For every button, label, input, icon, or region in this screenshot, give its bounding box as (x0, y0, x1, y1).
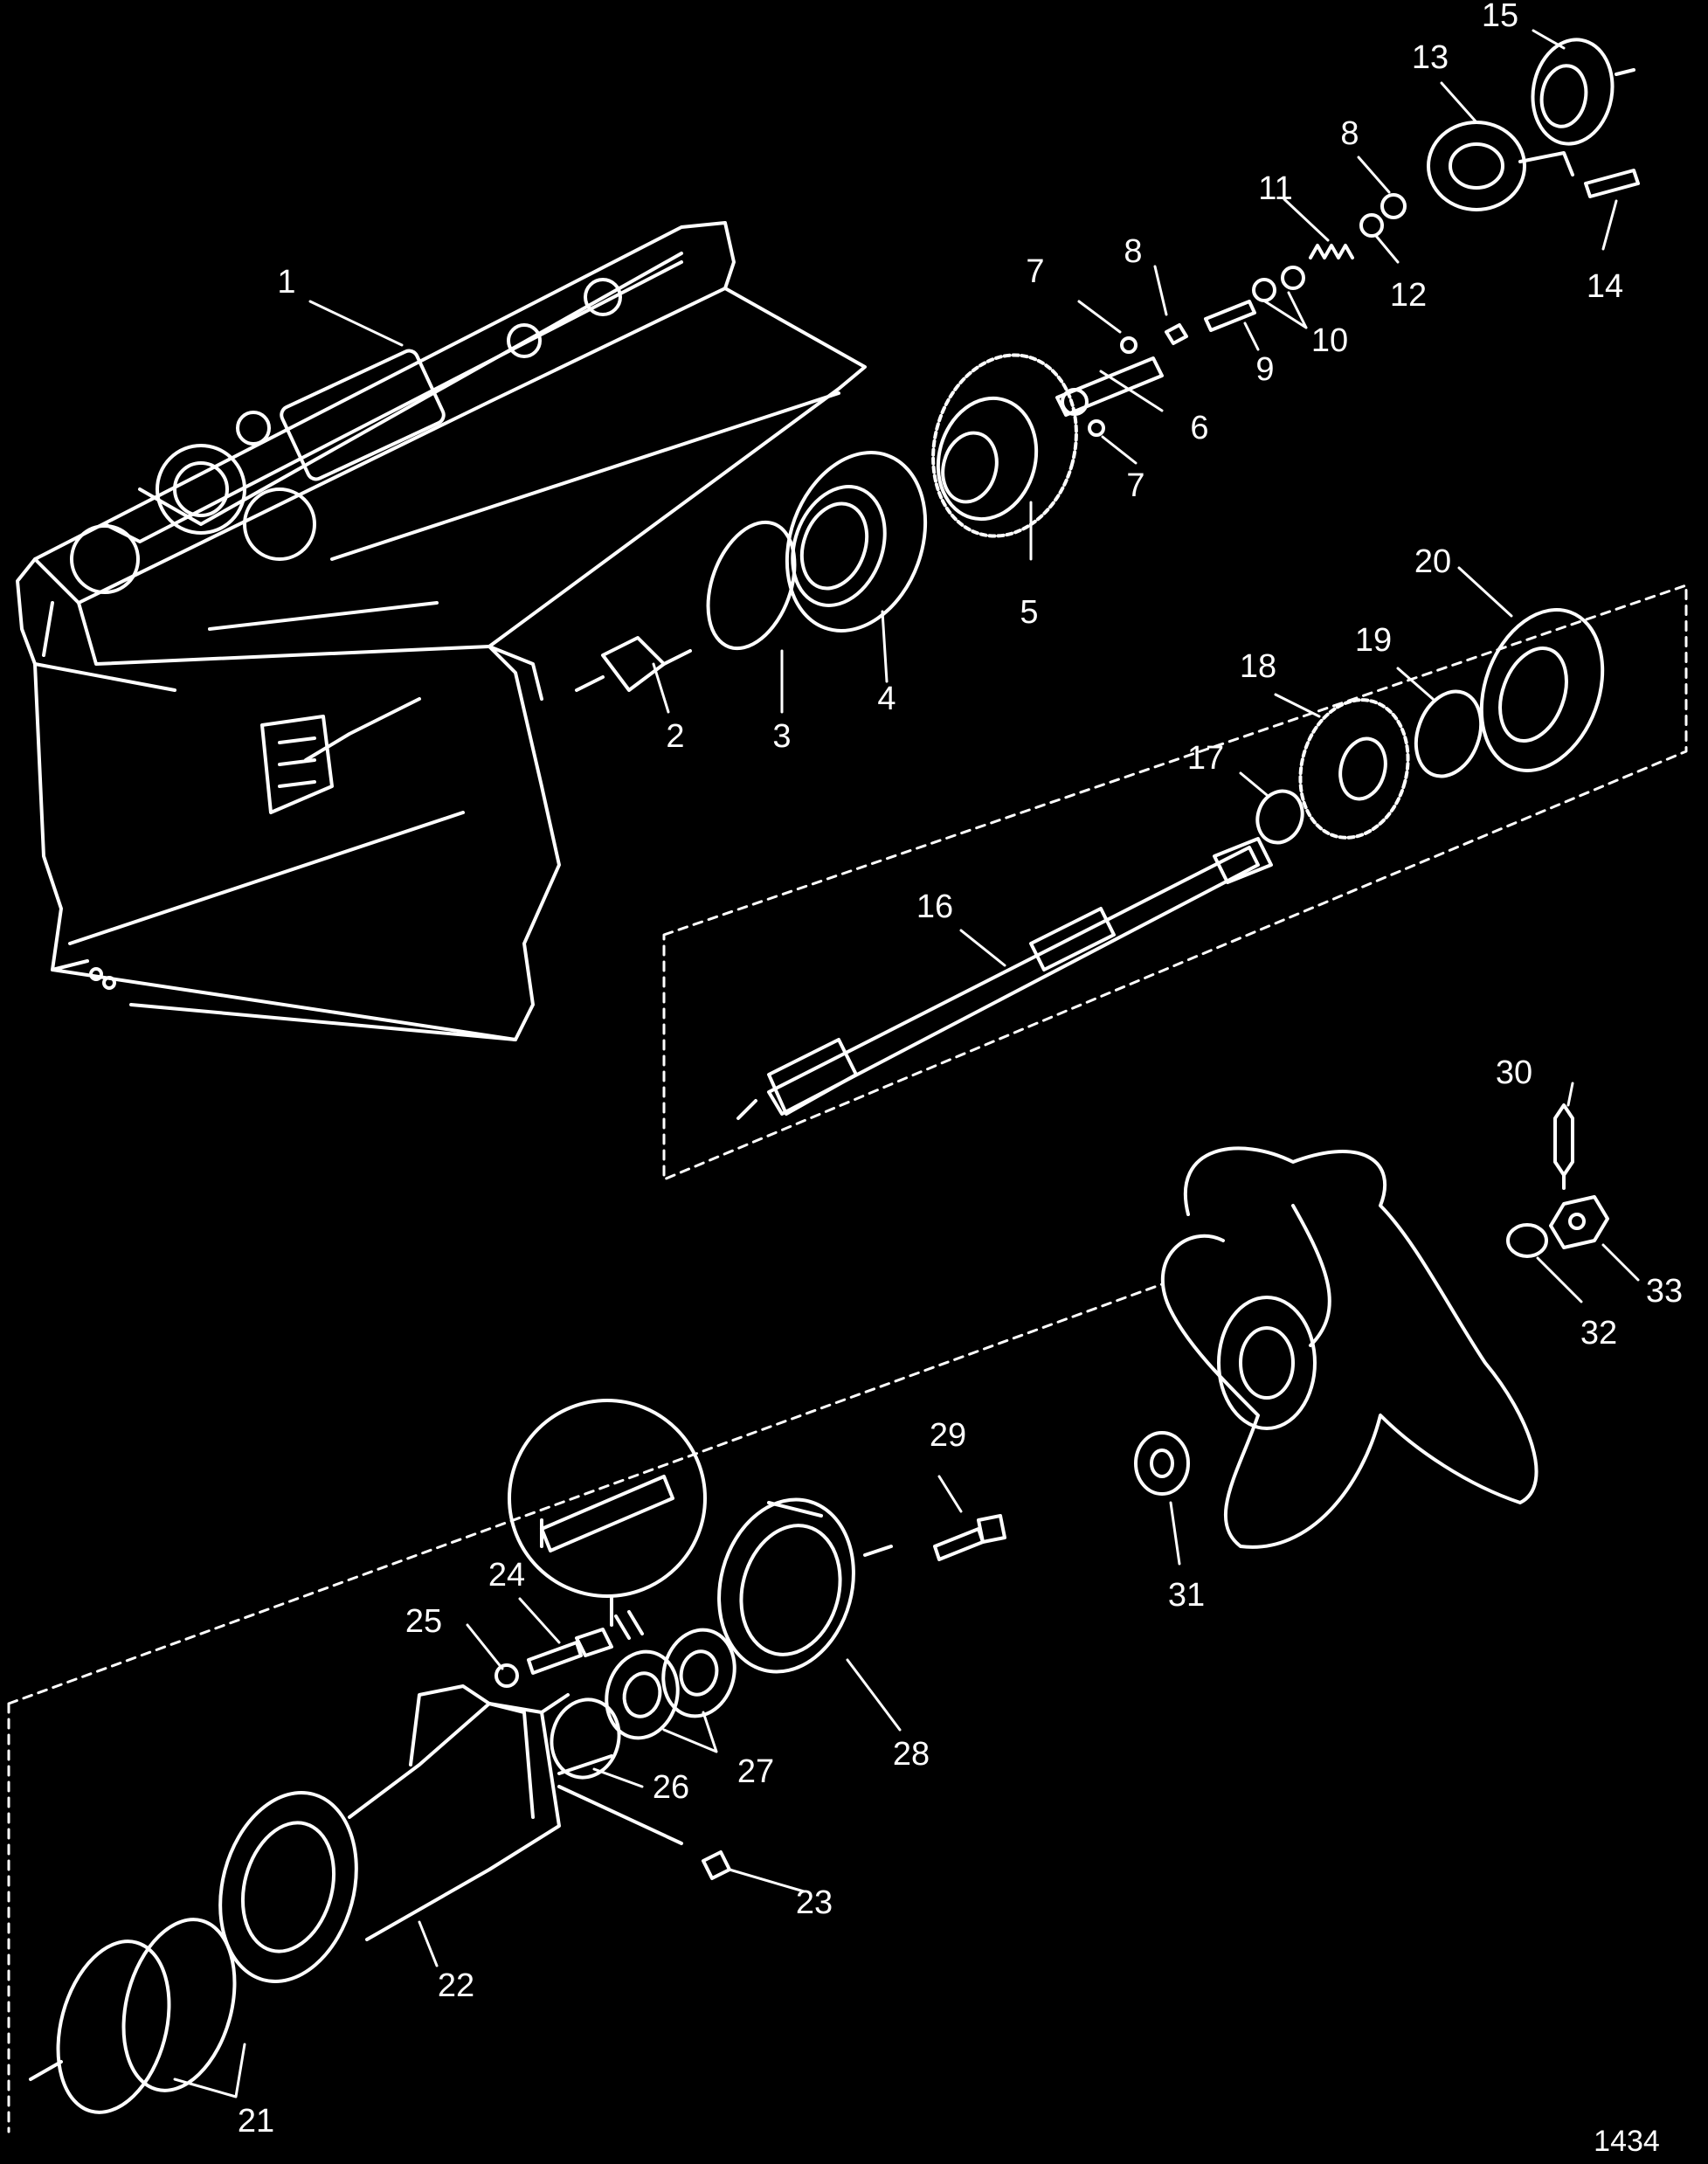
part-6-clutch (1055, 356, 1164, 417)
label-17: 17 (1187, 740, 1224, 777)
part-14-pin (1584, 169, 1640, 198)
dashed-box-prop-shaft (662, 584, 1688, 1181)
callout-labels: 1 2 3 4 5 6 7 7 8 8 9 10 11 12 13 14 15 … (238, 0, 1683, 2158)
label-16: 16 (916, 888, 953, 925)
label-27: 27 (737, 1753, 774, 1790)
part-29-bolt (933, 1514, 1006, 1561)
part-20-bearing (1479, 608, 1605, 772)
figure-number: 1434 (1594, 2125, 1660, 2158)
part-5-gear (931, 353, 1078, 538)
propeller (1160, 1146, 1539, 1549)
part-18-gear (1298, 698, 1410, 840)
label-13: 13 (1412, 39, 1449, 76)
label-9: 9 (1255, 351, 1274, 388)
part-32-washer (1506, 1223, 1548, 1258)
part-33-nut (1549, 1195, 1609, 1249)
part-30-bolt (1553, 1103, 1574, 1190)
part-31-washer (1134, 1431, 1190, 1496)
label-2: 2 (666, 718, 684, 755)
part-24-bolt (527, 1628, 613, 1675)
part-11-spring (1309, 244, 1354, 259)
leader-lines (173, 29, 1640, 2098)
part-2 (575, 636, 692, 692)
label-12: 12 (1390, 277, 1427, 314)
label-18: 18 (1240, 648, 1276, 685)
label-31: 31 (1168, 1577, 1205, 1614)
part-19-oring (1414, 689, 1483, 778)
part-23-screw (557, 1785, 731, 1880)
label-4: 4 (877, 681, 895, 717)
label-32: 32 (1580, 1315, 1617, 1352)
part-26-bearing (540, 1693, 621, 1780)
label-28: 28 (893, 1736, 930, 1773)
part-16-prop-shaft (736, 837, 1273, 1120)
label-11: 11 (1258, 170, 1292, 207)
label-7a: 7 (1026, 253, 1044, 290)
label-25: 25 (405, 1603, 442, 1640)
label-24: 24 (488, 1557, 525, 1594)
label-20: 20 (1414, 543, 1451, 580)
label-30: 30 (1496, 1054, 1532, 1091)
part-15-coupler (1531, 38, 1635, 146)
label-7b: 7 (1126, 467, 1144, 504)
label-26: 26 (653, 1769, 689, 1806)
label-8b: 8 (1340, 115, 1359, 152)
label-19: 19 (1355, 622, 1392, 659)
label-14: 14 (1587, 268, 1623, 305)
part-12-washer (1359, 193, 1407, 238)
dashed-box-carrier (7, 1282, 1164, 2133)
part-4-bearing (785, 451, 928, 633)
label-10: 10 (1311, 322, 1348, 359)
label-3: 3 (772, 718, 791, 755)
label-23: 23 (796, 1884, 833, 1921)
label-6: 6 (1190, 410, 1208, 446)
part-22-bearing-carrier (218, 1684, 561, 1984)
part-25-washer (494, 1663, 519, 1688)
tab-washer-callout (508, 1399, 707, 1627)
label-33: 33 (1646, 1273, 1683, 1310)
label-8a: 8 (1124, 233, 1142, 270)
label-5: 5 (1020, 594, 1038, 631)
label-15: 15 (1482, 0, 1518, 34)
part-17-washer (1255, 789, 1304, 845)
label-29: 29 (930, 1417, 966, 1454)
part-27-seals (605, 1610, 736, 1740)
label-21: 21 (238, 2103, 274, 2140)
part-13-cam (1427, 121, 1574, 211)
gear-housing (16, 221, 867, 1041)
part-21-orings (29, 1918, 237, 2114)
label-1: 1 (277, 264, 295, 301)
part-28-retainer (717, 1497, 893, 1674)
label-22: 22 (438, 1967, 474, 2004)
part-3-oring (706, 520, 797, 651)
